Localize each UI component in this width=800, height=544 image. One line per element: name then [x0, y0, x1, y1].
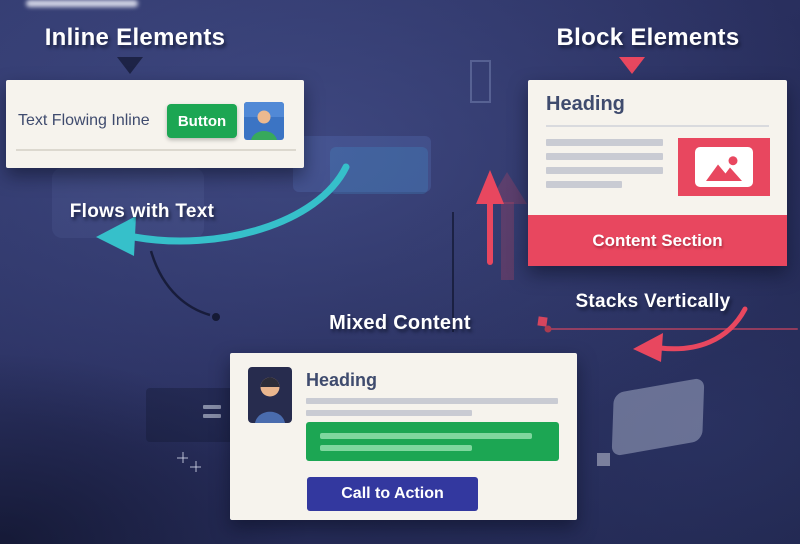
inline-example-card: Text Flowing Inline Button	[6, 80, 304, 168]
inline-button[interactable]: Button	[167, 104, 237, 138]
image-placeholder	[678, 138, 770, 196]
equals-icon	[203, 405, 221, 423]
decor-shape	[611, 377, 705, 457]
text-placeholder-line	[546, 153, 663, 160]
text-placeholder-line	[320, 445, 472, 451]
decor-square	[597, 453, 610, 466]
decor-highlight	[26, 0, 138, 7]
text-placeholder-line	[320, 433, 532, 439]
cta-button[interactable]: Call to Action	[307, 477, 478, 511]
text-placeholder-line	[546, 181, 622, 188]
down-pointer-icon	[117, 57, 143, 74]
avatar-icon	[248, 367, 292, 423]
dotted-curve-connector	[149, 250, 220, 321]
block-elements-title: Block Elements	[556, 24, 740, 51]
text-placeholder-line	[546, 139, 663, 146]
decor-rectangle	[330, 147, 428, 194]
decor-outline-rectangle	[470, 60, 491, 103]
text-placeholder-line	[306, 410, 472, 416]
mixed-example-card: Heading Call to Action	[230, 353, 577, 520]
stacks-caption: Stacks Vertically	[575, 291, 731, 312]
up-arrow-icon	[476, 170, 527, 280]
mixed-card-heading: Heading	[306, 370, 378, 390]
decor-square	[537, 316, 548, 327]
divider	[16, 149, 296, 151]
plus-icon	[190, 461, 201, 472]
text-placeholder-line	[546, 167, 663, 174]
content-section-banner: Content Section	[528, 215, 787, 266]
block-example-card: Heading Content Section	[528, 80, 787, 266]
image-icon	[695, 147, 753, 187]
inline-photo-icon	[244, 102, 284, 140]
text-placeholder-line	[306, 398, 558, 404]
mixed-content-title: Mixed Content	[329, 312, 471, 334]
block-card-heading: Heading	[546, 93, 625, 115]
down-curved-arrow-icon	[544, 306, 798, 362]
divider	[546, 125, 769, 127]
inline-elements-title: Inline Elements	[44, 24, 226, 51]
inline-flow-text: Text Flowing Inline	[18, 112, 150, 129]
flows-caption: Flows with Text	[69, 201, 215, 222]
plus-icon	[177, 452, 188, 463]
decor-vertical-line	[452, 212, 454, 332]
down-pointer-icon	[619, 57, 645, 74]
content-block	[306, 422, 559, 461]
